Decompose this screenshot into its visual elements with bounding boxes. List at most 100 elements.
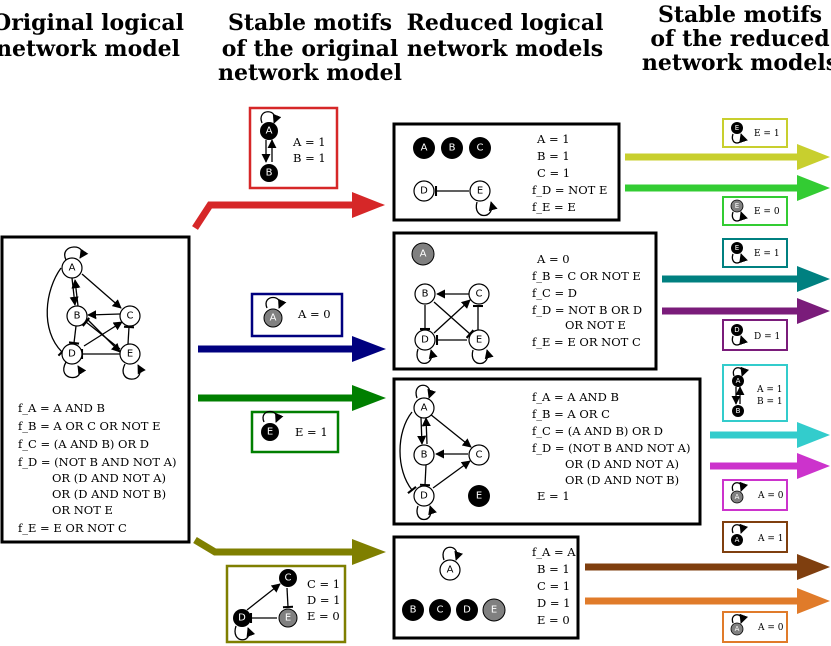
rmotif-1-node: E (735, 124, 739, 132)
motif-cde-value-e: E = 0 (307, 609, 340, 623)
rm1-rule-fd: f_D = NOT E (532, 183, 607, 197)
header-reduced-models: Reduced logical network models (407, 10, 604, 62)
rmotif-8-value: A = 0 (757, 623, 784, 633)
rmotif-4: D D = 1 (722, 319, 788, 351)
svg-text:Stable motifs: Stable motifs (228, 10, 392, 36)
rm4-rule-fa: f_A = A (532, 545, 576, 559)
rm2-fixed-a: A (420, 249, 427, 260)
rm4-node-a: A (447, 565, 454, 576)
arrow-red (192, 192, 385, 230)
rmotif-6-value: A = 0 (757, 491, 784, 501)
rmotif-2-node: E (735, 202, 739, 210)
motif-ab: A B A = 1 B = 1 (248, 106, 339, 190)
rm3-rule-fa: f_A = A AND B (532, 390, 619, 404)
motif-a0-node-a: A (270, 313, 277, 324)
rm3-fixed-e: E (476, 491, 482, 502)
rm2-rule-fd-cont: OR NOT E (565, 318, 626, 332)
rm4-rule-c: C = 1 (537, 579, 570, 593)
rmotif-5-node-b: B (736, 407, 741, 415)
arrow-bright-green (625, 175, 830, 201)
motif-a0-value: A = 0 (297, 307, 331, 321)
rm2-rule-fb: f_B = C OR NOT E (532, 269, 641, 283)
rm2-rule-fc: f_C = D (532, 286, 577, 300)
rmotif-7-value: A = 1 (757, 534, 784, 544)
node-e (119, 343, 141, 365)
rmotif-8-node: A (735, 625, 740, 633)
rm1-rule-fe: f_E = E (532, 200, 576, 214)
rule-fa: f_A = A AND B (18, 401, 105, 415)
motif-ab-value-a: A = 1 (292, 135, 326, 149)
rule-fc: f_C = (A AND B) OR D (18, 437, 149, 451)
svg-text:network models: network models (407, 36, 603, 62)
rm3-node-b: B (421, 450, 428, 461)
rmotif-5-node-a: A (736, 377, 741, 385)
rm1-rule-c: C = 1 (537, 166, 570, 180)
motif-ab-node-b: B (266, 168, 273, 179)
motif-a0: A A = 0 (250, 292, 344, 338)
rmotif-3-node: E (735, 244, 739, 252)
reduced-model-4: A B C D E f_A = A B = 1 C = 1 D = 1 E = … (392, 535, 580, 640)
rm3-rule-fd: f_D = (NOT B AND NOT A) (532, 441, 690, 455)
rmotif-4-node: D (734, 326, 739, 334)
rm1-fixed-a: A (421, 143, 428, 154)
rm3-rule-e: E = 1 (537, 489, 570, 503)
rm3-rule-fd-cont1: OR (D AND NOT A) (565, 457, 679, 471)
svg-text:network model: network model (0, 36, 180, 62)
motif-ab-node-a: A (266, 126, 273, 137)
rm1-rule-b: B = 1 (537, 149, 570, 163)
rmotif-5-value-b: B = 1 (757, 397, 783, 407)
header-motifs-reduced: Stable motifs of the reduced network mod… (642, 2, 831, 76)
rmotif-1-value: E = 1 (754, 129, 780, 139)
node-b-label: B (74, 311, 81, 322)
svg-text:of the reduced: of the reduced (650, 26, 829, 52)
rmotif-5-value-a: A = 1 (756, 385, 783, 395)
rmotif-4-value: D = 1 (754, 332, 780, 342)
motif-e1: E E = 1 (250, 410, 340, 454)
rm4-fixed-b: B (410, 605, 417, 616)
rm3-node-d: D (420, 491, 428, 502)
rm1-fixed-b: B (449, 143, 456, 154)
rm3-rule-fd-cont2: OR (D AND NOT B) (565, 473, 679, 487)
rm3-rule-fc: f_C = (A AND B) OR D (532, 424, 663, 438)
arrow-navy (198, 336, 386, 362)
rule-fd-cont2: OR (D AND NOT B) (52, 487, 166, 501)
motif-ab-value-b: B = 1 (293, 151, 326, 165)
original-model-box: A B C D E f_A = A AND B f_B = A OR C OR … (0, 235, 191, 544)
rmotif-3-value: E = 1 (754, 249, 780, 259)
reduced-model-3: A B C D E f_A = A AND B f_B = A OR C f_C… (392, 377, 702, 526)
rm3-node-c: C (476, 450, 483, 461)
rm3-node-a: A (421, 403, 428, 414)
rm2-node-c: C (476, 289, 483, 300)
node-c (119, 305, 141, 327)
rm1-fixed-c: C (477, 143, 484, 154)
motif-e1-value: E = 1 (295, 425, 328, 439)
node-d (61, 343, 83, 365)
rmotif-6-node: A (735, 493, 740, 501)
motif-cde: C D E C = 1 D = 1 E = 0 (225, 564, 347, 644)
svg-text:network models: network models (642, 50, 831, 76)
svg-text:Original logical: Original logical (0, 10, 184, 36)
reduced-model-1: A B C D E A = 1 B = 1 C = 1 f_D = NOT E … (392, 122, 621, 222)
arrow-magenta (710, 453, 830, 479)
svg-text:Reduced logical: Reduced logical (407, 10, 604, 36)
reduced-model-2: A B C D E A = 0 f_B = C OR NOT E f_C = D… (392, 231, 658, 371)
header-original-model: Original logical network model (0, 10, 184, 62)
motif-e1-node-e: E (267, 427, 273, 438)
rm1-node-d: D (420, 186, 428, 197)
rm2-node-e: E (476, 335, 482, 346)
rm4-fixed-d: D (463, 605, 471, 616)
motif-cde-value-c: C = 1 (307, 577, 340, 591)
arrow-cyan (710, 422, 830, 448)
arrow-olive (193, 536, 386, 565)
rmotif-7-node: A (735, 536, 740, 544)
rmotif-2-value: E = 0 (754, 207, 780, 217)
rm4-fixed-e: E (491, 605, 497, 616)
arrow-brown (585, 554, 830, 580)
svg-text:network model: network model (218, 60, 402, 86)
rule-fb: f_B = A OR C OR NOT E (18, 419, 161, 433)
node-a (61, 257, 83, 279)
rmotif-8: A A = 0 (722, 611, 788, 643)
arrow-green (198, 385, 386, 411)
node-e-label: E (127, 349, 133, 360)
